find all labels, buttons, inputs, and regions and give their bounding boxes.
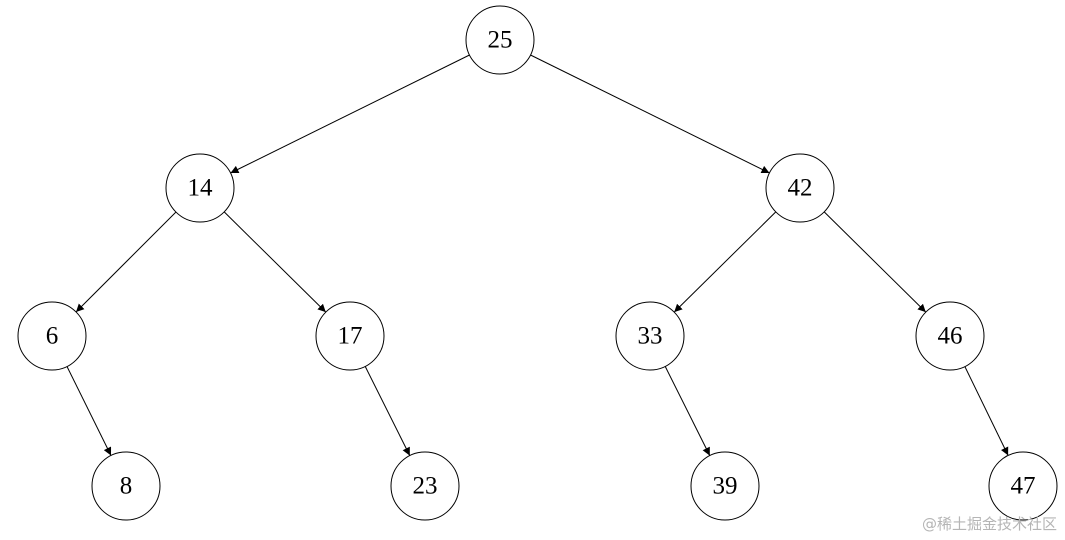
edge-n25-n14 xyxy=(230,54,470,174)
edge-n42-n33 xyxy=(673,211,777,313)
edge-n6-n8 xyxy=(66,366,112,456)
node-circle xyxy=(915,301,985,371)
node-circle xyxy=(765,153,835,223)
tree-node-14: 14 xyxy=(165,153,235,223)
tree-node-8: 8 xyxy=(91,451,161,521)
node-label: 39 xyxy=(713,473,738,500)
edge-n46-n47 xyxy=(964,366,1009,456)
tree-node-25: 25 xyxy=(465,5,535,75)
tree-node-17: 17 xyxy=(315,301,385,371)
tree-node-33: 33 xyxy=(615,301,685,371)
tree-node-46: 46 xyxy=(915,301,985,371)
node-label: 8 xyxy=(120,473,133,500)
node-circle xyxy=(615,301,685,371)
node-circle xyxy=(988,451,1058,521)
node-circle xyxy=(390,451,460,521)
node-label: 14 xyxy=(188,175,214,202)
node-label: 23 xyxy=(413,473,438,500)
edge-n14-n17 xyxy=(223,211,327,313)
edge-n25-n42 xyxy=(530,54,770,174)
edges-layer xyxy=(66,54,1009,456)
watermark-text: @稀土掘金技术社区 xyxy=(921,515,1057,533)
node-circle xyxy=(91,451,161,521)
tree-node-23: 23 xyxy=(390,451,460,521)
edge-n33-n39 xyxy=(664,366,711,456)
node-circle xyxy=(465,5,535,75)
node-label: 46 xyxy=(938,323,963,350)
node-circle xyxy=(165,153,235,223)
tree-node-39: 39 xyxy=(690,451,760,521)
node-label: 33 xyxy=(638,323,663,350)
node-label: 6 xyxy=(46,323,59,350)
edge-n17-n23 xyxy=(364,366,411,456)
node-circle xyxy=(315,301,385,371)
node-label: 47 xyxy=(1011,473,1036,500)
node-label: 17 xyxy=(338,323,363,350)
tree-node-42: 42 xyxy=(765,153,835,223)
nodes-layer: 25 14 42 6 17 33 46 8 23 39 47 xyxy=(17,5,1058,521)
edge-n14-n6 xyxy=(75,211,177,313)
tree-node-47: 47 xyxy=(988,451,1058,521)
edge-n42-n46 xyxy=(823,211,927,313)
node-label: 25 xyxy=(488,27,513,54)
node-label: 42 xyxy=(788,175,813,202)
node-circle xyxy=(690,451,760,521)
tree-node-6: 6 xyxy=(17,301,87,371)
node-circle xyxy=(17,301,87,371)
